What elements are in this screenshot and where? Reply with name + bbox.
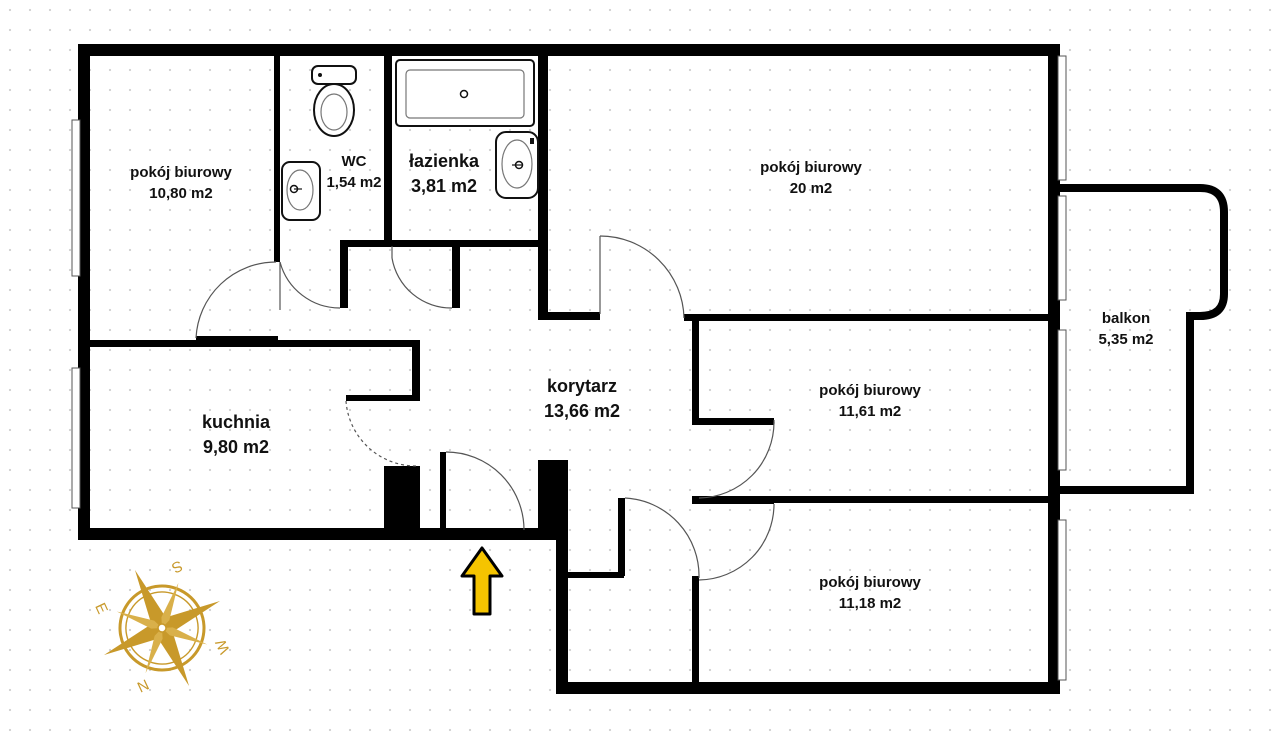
room-name: WC <box>341 153 367 170</box>
room-name: łazienka <box>408 151 480 171</box>
room-name: pokój biurowy <box>819 574 921 591</box>
toilet-fixture <box>311 65 357 137</box>
room-area: 3,81 m2 <box>410 176 478 197</box>
arrow-up-icon <box>460 546 504 616</box>
room-label-office1: pokój biurowy 10,80 m2 <box>100 162 262 204</box>
windows <box>71 55 1067 681</box>
room-area: 9,80 m2 <box>202 437 270 458</box>
exterior-walls <box>78 44 1060 694</box>
room-name: pokój biurowy <box>760 159 862 176</box>
room-label-balcony: balkon 5,35 m2 <box>1080 308 1172 350</box>
compass-rose-icon <box>103 569 221 687</box>
bathroom-sink-fixture <box>495 131 539 199</box>
room-label-office4: pokój biurowy 11,18 m2 <box>790 572 950 614</box>
room-label-bathroom: łazienka 3,81 m2 <box>396 149 492 199</box>
room-label-wc: WC 1,54 m2 <box>318 151 390 193</box>
room-area: 10,80 m2 <box>149 185 213 202</box>
room-label-office3: pokój biurowy 11,61 m2 <box>790 380 950 422</box>
room-name: pokój biurowy <box>130 164 232 181</box>
room-label-office2: pokój biurowy 20 m2 <box>730 157 892 199</box>
room-label-kitchen: kuchnia 9,80 m2 <box>166 410 306 460</box>
wc-sink-fixture <box>281 161 321 221</box>
bathtub-fixture <box>395 59 535 127</box>
room-name: kuchnia <box>201 412 271 432</box>
balcony-railing <box>1058 184 1228 494</box>
room-name: balkon <box>1101 310 1151 327</box>
room-area: 13,66 m2 <box>543 401 621 422</box>
room-name: pokój biurowy <box>819 382 921 399</box>
room-area: 5,35 m2 <box>1098 331 1154 348</box>
room-area: 1,54 m2 <box>326 174 382 191</box>
interior-walls <box>90 56 1052 690</box>
room-label-corridor: korytarz 13,66 m2 <box>522 374 642 424</box>
room-area: 11,61 m2 <box>838 403 902 420</box>
door-swings <box>195 235 775 581</box>
room-name: korytarz <box>546 376 618 396</box>
room-area: 20 m2 <box>789 180 833 197</box>
room-area: 11,18 m2 <box>838 595 902 612</box>
